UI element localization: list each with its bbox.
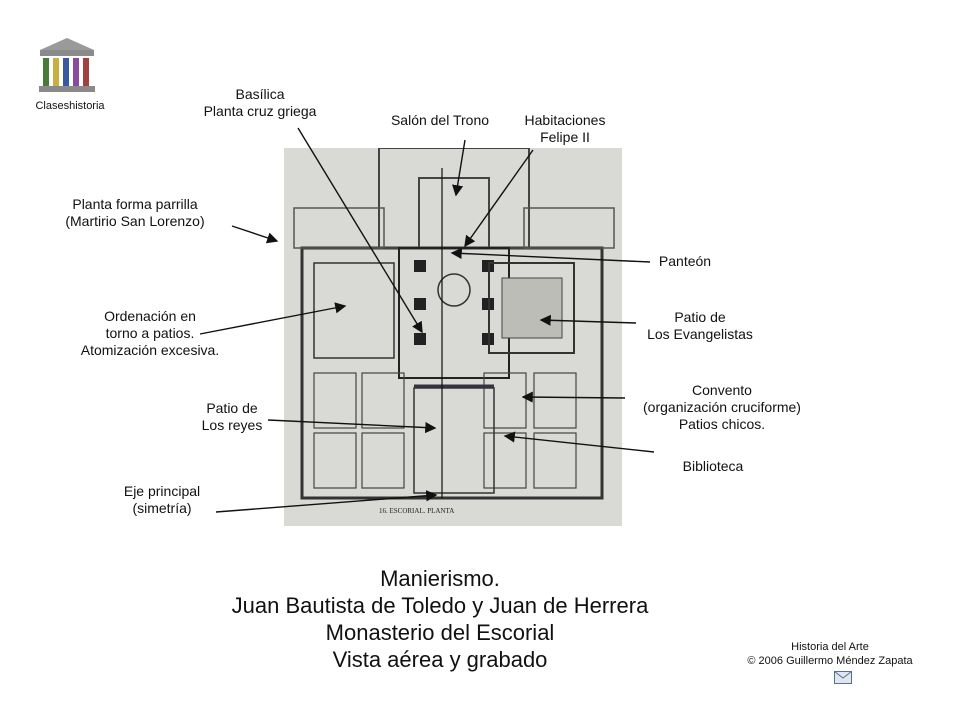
- label-convento: Convento (organización cruciforme) Patio…: [643, 382, 801, 432]
- arrow-ordenacion: [199, 302, 347, 335]
- greek-temple-icon: [39, 38, 95, 92]
- title-line: Manierismo.: [380, 566, 500, 591]
- arrow-patio-evangelistas: [539, 314, 637, 326]
- arrow-patio-reyes: [267, 419, 437, 434]
- label-habitaciones: Habitaciones Felipe II: [524, 112, 606, 145]
- arrow-salon-trono: [452, 139, 466, 197]
- arrow-habitaciones: [464, 149, 534, 248]
- label-biblioteca: Biblioteca: [682, 458, 744, 474]
- arrow-convento: [521, 391, 626, 403]
- title-line: Monasterio del Escorial: [325, 620, 555, 645]
- footer-credits: Historia del Arte © 2006 Guillermo Ménde…: [710, 640, 950, 668]
- title-line: Vista aérea y grabado: [332, 647, 548, 672]
- label-salon-trono: Salón del Trono: [390, 112, 490, 128]
- title-line: Juan Bautista de Toledo y Juan de Herrer…: [231, 593, 649, 618]
- label-eje-principal: Eje principal (simetría): [123, 483, 201, 516]
- arrow-biblioteca: [503, 431, 655, 453]
- label-ordenacion: Ordenación en torno a patios. Atomizació…: [80, 308, 220, 358]
- footer-copyright: © 2006 Guillermo Méndez Zapata: [747, 655, 913, 667]
- slide-title: Manierismo. Juan Bautista de Toledo y Ju…: [160, 565, 720, 673]
- arrow-panteon: [450, 247, 651, 263]
- arrow-basilica: [297, 127, 423, 334]
- floor-plan-image: 16. ESCORIAL. PLANTA: [284, 147, 622, 526]
- label-planta-parrilla: Planta forma parrilla (Martirio San Lore…: [65, 196, 205, 229]
- label-patio-reyes: Patio de Los reyes: [201, 400, 263, 433]
- label-panteon: Panteón: [658, 253, 712, 269]
- label-basilica: Basílica Planta cruz griega: [203, 86, 317, 119]
- logo-caption: Claseshistoria: [35, 100, 105, 112]
- footer-course: Historia del Arte: [791, 641, 869, 653]
- arrow-planta-parrilla: [231, 225, 279, 244]
- arrow-eje-principal: [215, 490, 438, 513]
- label-patio-evangelistas: Patio de Los Evangelistas: [647, 309, 753, 342]
- plan-caption: 16. ESCORIAL. PLANTA: [379, 507, 454, 515]
- envelope-icon[interactable]: [834, 671, 852, 684]
